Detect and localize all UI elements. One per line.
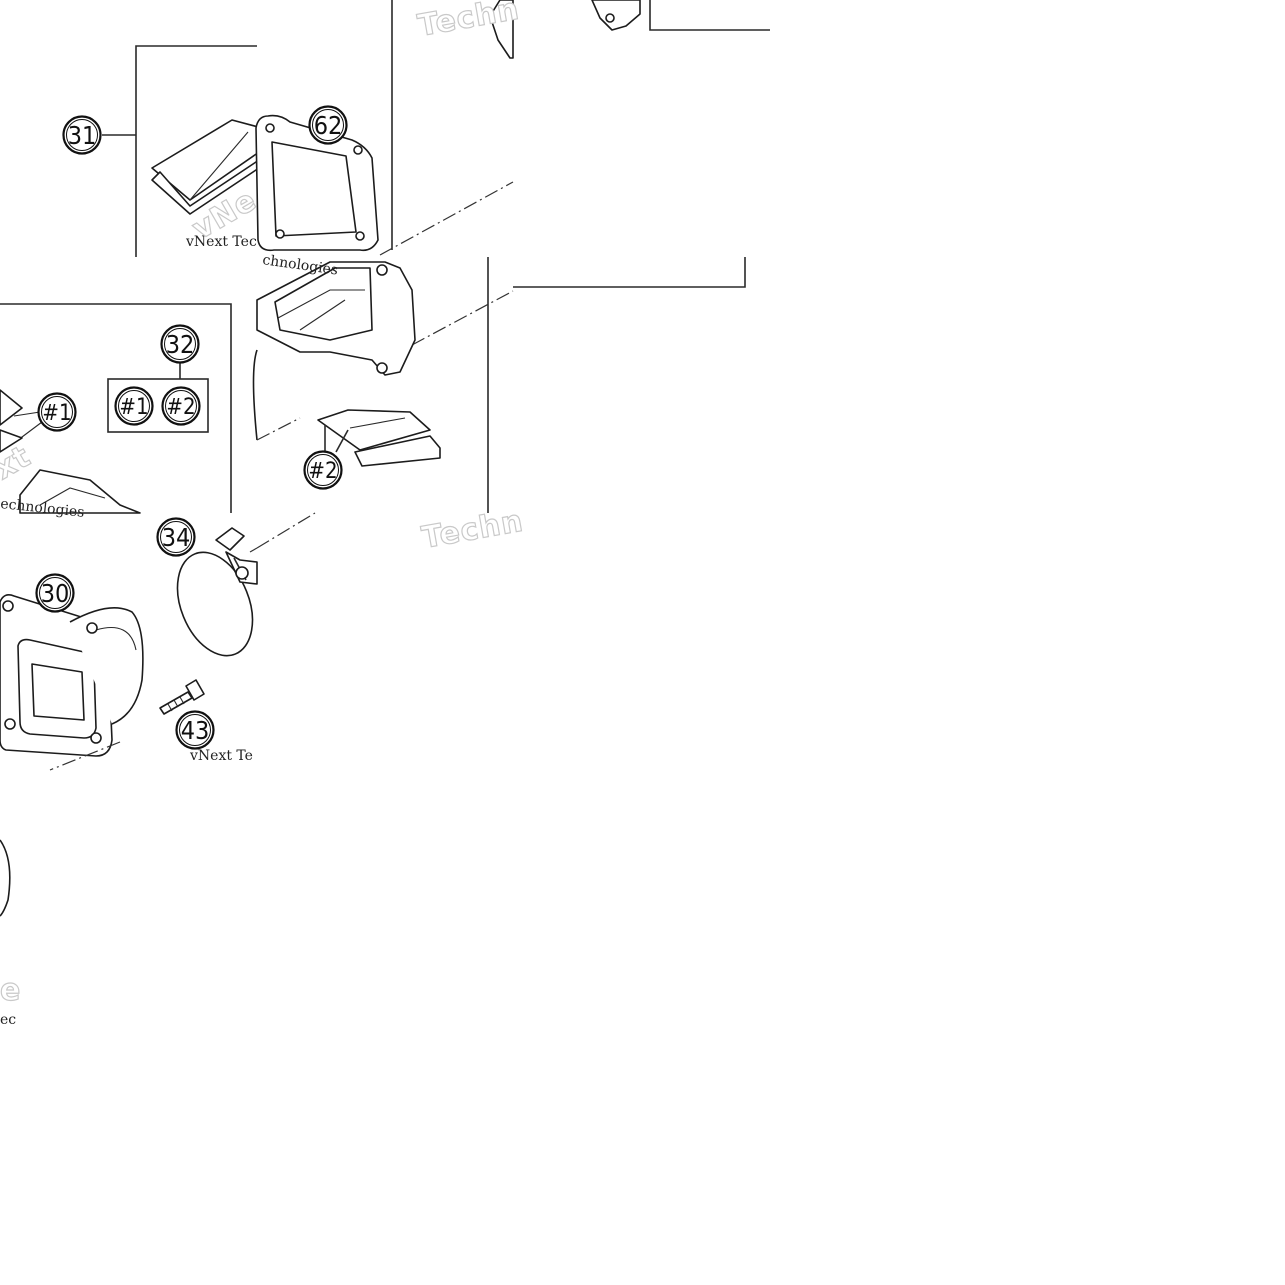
callout-32-label: 32 [166, 330, 195, 359]
intake-manifold-30 [0, 594, 144, 757]
callout-31-label: 31 [68, 121, 97, 150]
callout-31: 31 [62, 115, 102, 155]
gasket-62 [255, 114, 379, 252]
callout-34: 34 [156, 517, 196, 557]
callout-62-label: 62 [314, 111, 343, 140]
callout-32: 32 [160, 324, 200, 364]
watermark-ec-bottom: ec [0, 1012, 16, 1028]
hose-clamp-34 [176, 527, 258, 657]
watermark-techn-mid: Techn [419, 504, 526, 556]
callout-30: 30 [35, 573, 75, 613]
lower-panel [0, 527, 258, 917]
callout-30-label: 30 [41, 579, 70, 608]
left-reed-fragments [0, 389, 141, 514]
watermark-vnext-2: vNext Te [189, 748, 253, 764]
watermark-technologies-1: chnologies [261, 252, 339, 278]
top-part-fragment [489, 0, 641, 59]
watermark-vnext-1: vNext Tec [185, 234, 257, 250]
callout-43: 43 [175, 710, 215, 750]
middle-panel [0, 261, 441, 549]
callout-2-petals-label: #2 [308, 459, 337, 484]
callout-62: 62 [308, 105, 348, 145]
callout-34-label: 34 [162, 523, 191, 552]
callout-2-petals: #2 [303, 450, 343, 490]
callout-2-box: #2 [161, 386, 201, 426]
callout-1-box-label: #1 [119, 395, 148, 420]
bolt-43 [159, 679, 205, 715]
callout-1-left: #1 [37, 392, 77, 432]
reed-petals-2 [317, 409, 441, 467]
callout-1-box: #1 [114, 386, 154, 426]
callout-2-box-label: #2 [166, 395, 195, 420]
callout-1-left-label: #1 [42, 401, 71, 426]
upper-panel [102, 0, 770, 513]
watermark-e: e [0, 973, 21, 1008]
callout-43-label: 43 [181, 716, 210, 745]
reed-block-assembly [252, 261, 416, 441]
